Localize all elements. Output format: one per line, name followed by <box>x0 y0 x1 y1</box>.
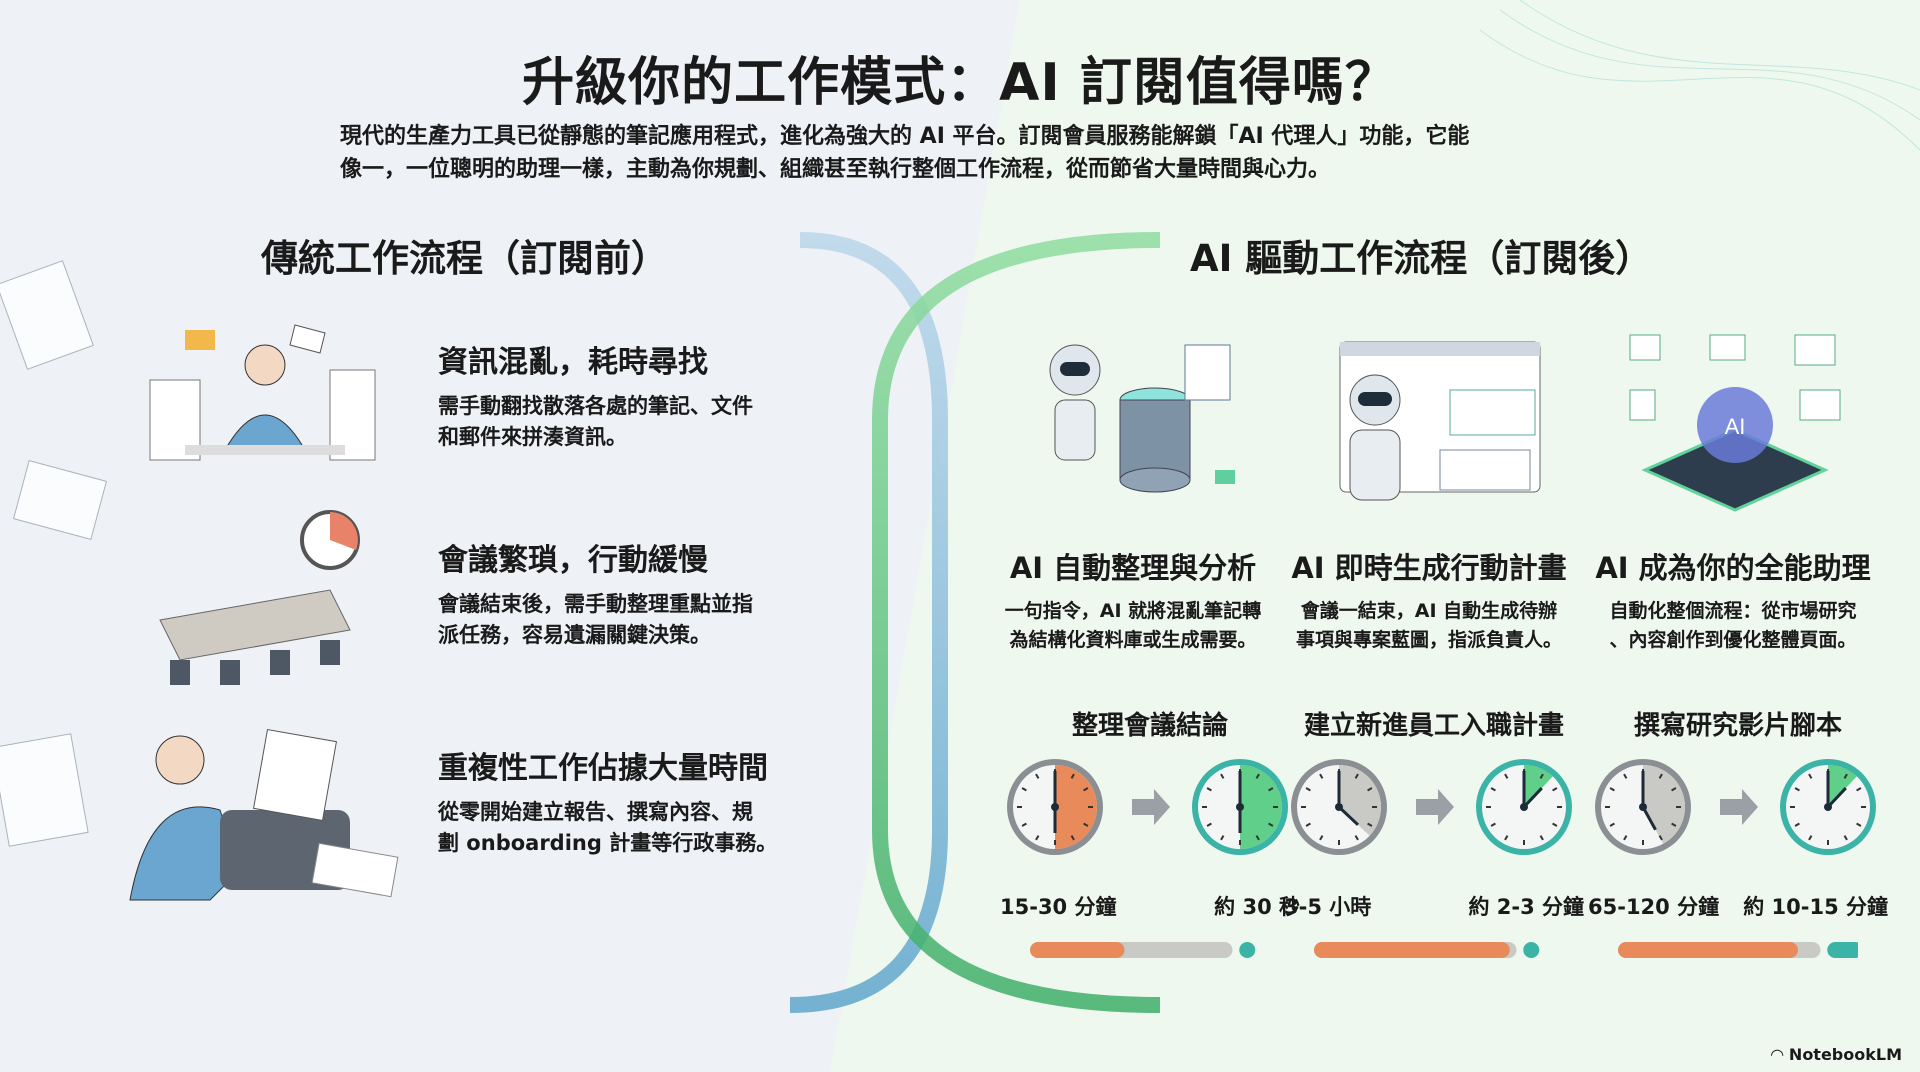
bar-after <box>1239 942 1256 958</box>
arrow-icon <box>1720 789 1758 825</box>
bar-before <box>1618 942 1798 958</box>
after-time: 約 2-3 分鐘 <box>1468 895 1584 919</box>
time-bar <box>1618 942 1864 958</box>
robot-dashboard-icon <box>1339 341 1541 501</box>
clock-pair <box>1595 759 1876 855</box>
ai-chip-workflow-icon: AI <box>1629 334 1841 512</box>
card-desc: 、內容創作到優化整體頁面。 <box>1609 629 1857 651</box>
after-clock-fill <box>1240 765 1282 849</box>
arrow-icon <box>1132 789 1170 825</box>
before-item: 重複性工作佔據大量時間從零開始建立報告、撰寫內容、規劃 onboarding 計… <box>438 743 798 859</box>
after-time: 約 10-15 分鐘 <box>1743 895 1888 919</box>
before-time: 15-30 分鐘 <box>1000 895 1117 919</box>
after-clock-fill <box>1524 765 1553 807</box>
time-bar <box>1030 942 1256 958</box>
page-title: 升級你的工作模式：AI 訂閱值得嗎？ <box>522 53 1398 113</box>
card-title: AI 即時生成行動計畫 <box>1291 551 1567 585</box>
item-desc: 會議結束後，需手動整理重點並指 <box>438 592 753 616</box>
clock-pair <box>1007 759 1288 855</box>
card-title: AI 成為你的全能助理 <box>1595 551 1871 585</box>
notebooklm-logo: ◠ NotebookLM <box>1771 1045 1902 1064</box>
bar-before <box>1030 942 1125 958</box>
after-card: AI 自動整理與分析一句指令，AI 就將混亂筆記轉為結構化資料庫或生成需要。 <box>988 545 1278 655</box>
brand-name: NotebookLM <box>1788 1045 1902 1064</box>
svg-text:AI: AI <box>1725 414 1746 439</box>
item-desc: 派任務，容易遺漏關鍵決策。 <box>438 623 711 647</box>
clock-pair <box>1291 759 1572 855</box>
time-comparison: 整理會議結論 15-30 分鐘 約 30 秒 <box>1000 705 1300 963</box>
bar-before <box>1314 942 1510 958</box>
before-time: 3-5 小時 <box>1284 895 1372 919</box>
before-time: 65-120 分鐘 <box>1588 895 1720 919</box>
time-comparison: 建立新進員工入職計畫 3-5 小時 約 2-3 分鐘 <box>1284 705 1584 963</box>
bar-after <box>1827 942 1864 958</box>
intro-text: 現代的生產力工具已從靜態的筆記應用程式，進化為強大的 AI 平台。訂閱會員服務能… <box>340 120 1600 186</box>
item-desc: 和郵件來拼湊資訊。 <box>438 425 627 449</box>
comparison-title: 撰寫研究影片腳本 <box>1633 711 1842 741</box>
after-arc <box>872 232 1161 1013</box>
card-desc: 事項與專案藍圖，指派負責人。 <box>1295 629 1562 651</box>
card-title: AI 自動整理與分析 <box>1009 551 1257 585</box>
before-item: 會議繁瑣，行動緩慢會議結束後，需手動整理重點並指派任務，容易遺漏關鍵決策。 <box>438 535 798 651</box>
card-desc: 為結構化資料庫或生成需要。 <box>1009 629 1257 651</box>
meeting-table-icon <box>159 510 360 685</box>
intro-line: 現代的生產力工具已從靜態的筆記應用程式，進化為強大的 AI 平台。訂閱會員服務能… <box>340 124 1470 149</box>
card-desc: 自動化整個流程：從市場研究 <box>1609 600 1857 622</box>
stressed-person-icon <box>149 324 376 461</box>
item-desc: 劃 onboarding 計畫等行政事務。 <box>438 831 778 855</box>
intro-line: 像一，一位聰明的助理一樣，主動為你規劃、組織甚至執行整個工作流程，從而節省大量時… <box>340 157 1331 182</box>
before-clock-fill <box>1055 765 1097 849</box>
before-arc <box>789 232 948 1013</box>
before-heading: 傳統工作流程（訂閱前） <box>261 237 668 280</box>
item-title: 資訊混亂，耗時尋找 <box>438 345 708 380</box>
before-clock-fill <box>1339 765 1381 836</box>
robot-database-icon <box>1049 344 1235 493</box>
after-card: AI 成為你的全能助理自動化整個流程：從市場研究、內容創作到優化整體頁面。 <box>1588 545 1878 655</box>
card-desc: 會議一結束，AI 自動生成待辦 <box>1300 600 1558 622</box>
after-time: 約 30 秒 <box>1214 895 1300 919</box>
item-title: 重複性工作佔據大量時間 <box>438 751 768 786</box>
item-title: 會議繁瑣，行動緩慢 <box>438 543 708 578</box>
after-heading: AI 驅動工作流程（訂閱後） <box>1190 237 1653 280</box>
item-desc: 需手動翻找散落各處的筆記、文件 <box>438 394 753 418</box>
time-bar <box>1314 942 1540 958</box>
comparison-title: 整理會議結論 <box>1071 711 1228 741</box>
typewriter-icon <box>129 728 399 901</box>
bar-after <box>1523 942 1540 958</box>
time-comparison: 撰寫研究影片腳本 65-120 分鐘約 10-15 分鐘 <box>1588 705 1888 963</box>
before-item: 資訊混亂，耗時尋找需手動翻找散落各處的筆記、文件和郵件來拼湊資訊。 <box>438 337 798 453</box>
item-desc: 從零開始建立報告、撰寫內容、規 <box>438 800 753 824</box>
card-desc: 一句指令，AI 就將混亂筆記轉 <box>1004 600 1262 622</box>
comparison-title: 建立新進員工入職計畫 <box>1303 711 1564 741</box>
arrow-icon <box>1416 789 1454 825</box>
after-clock-fill <box>1828 765 1857 807</box>
after-card: AI 即時生成行動計畫會議一結束，AI 自動生成待辦事項與專案藍圖，指派負責人。 <box>1284 545 1574 655</box>
